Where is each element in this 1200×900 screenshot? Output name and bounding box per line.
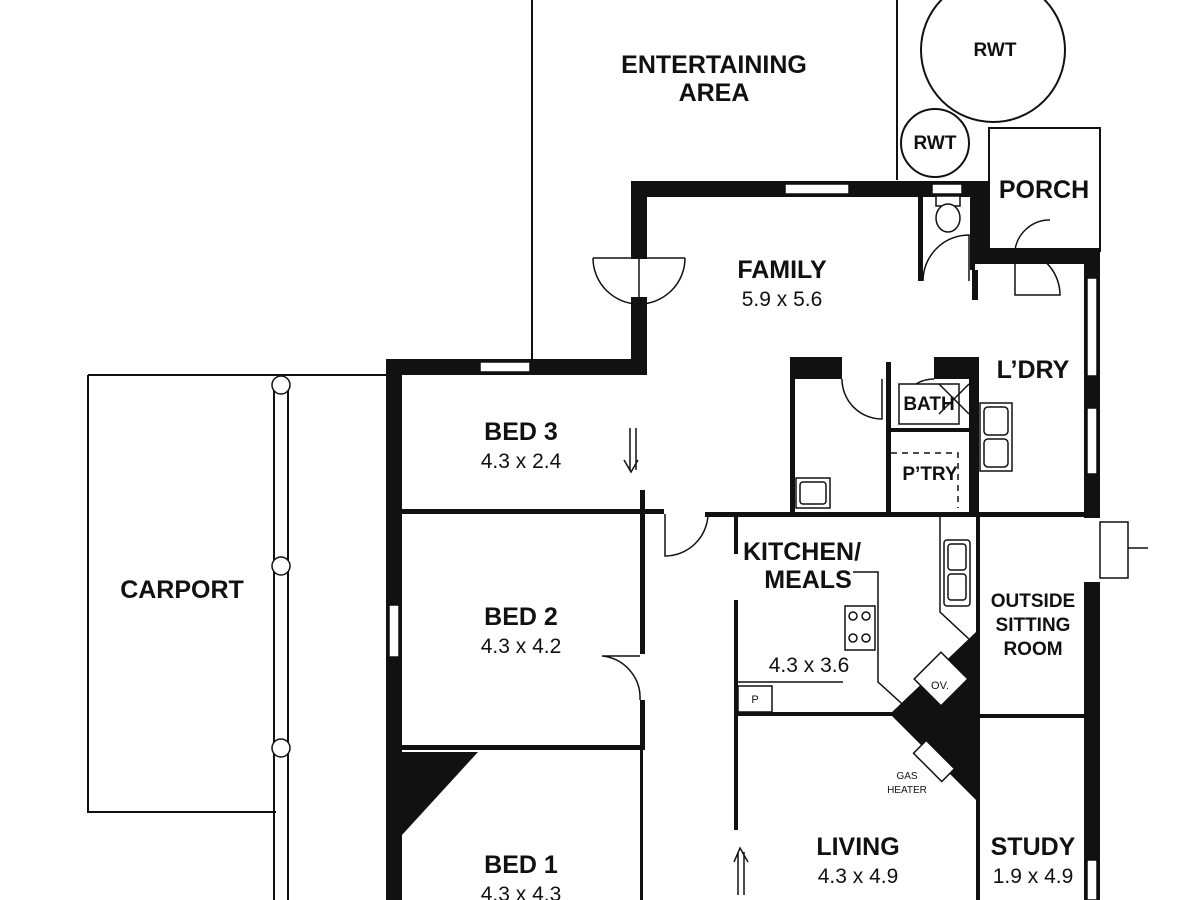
bed1-label: BED 1 xyxy=(484,851,558,879)
windows xyxy=(388,183,1098,900)
bed1-size: 4.3 x 4.3 xyxy=(481,883,562,900)
room-labels: ENTERTAINING AREA RWT RWT PORCH FAMILY 5… xyxy=(120,40,1089,900)
family-label: FAMILY xyxy=(737,256,827,284)
family-size: 5.9 x 5.6 xyxy=(742,288,823,311)
porch-label: PORCH xyxy=(999,176,1089,204)
kitchen-size: 4.3 x 3.6 xyxy=(769,654,850,677)
laundry-label: L’DRY xyxy=(997,356,1070,384)
oven-label: OV. xyxy=(931,680,949,692)
gas-heater-label-1: GAS xyxy=(896,771,917,782)
entertaining-area-outline xyxy=(531,0,898,362)
kitchen-label-1: KITCHEN/ xyxy=(743,538,861,566)
living-size: 4.3 x 4.9 xyxy=(818,865,899,888)
carport-outline xyxy=(87,374,388,900)
carport-label: CARPORT xyxy=(120,576,244,604)
arrows xyxy=(623,428,1148,895)
kitchen-label-2: MEALS xyxy=(764,566,852,594)
bed3-size: 4.3 x 2.4 xyxy=(481,450,562,473)
bath-label: BATH xyxy=(903,394,954,415)
carport-post xyxy=(271,556,291,576)
bed2-label: BED 2 xyxy=(484,603,558,631)
entertaining-label-2: AREA xyxy=(679,79,750,107)
pantry-small-label: P xyxy=(751,694,758,706)
rwt-large xyxy=(920,0,1066,123)
gas-heater-label-2: HEATER xyxy=(887,785,927,796)
bed3-label: BED 3 xyxy=(484,418,558,446)
porch-outline xyxy=(988,127,1101,252)
outside-label-1: OUTSIDE xyxy=(991,591,1075,612)
carport-post xyxy=(271,738,291,758)
bed2-size: 4.3 x 4.2 xyxy=(481,635,562,658)
doors xyxy=(592,219,1061,701)
entertaining-label-1: ENTERTAINING xyxy=(621,51,807,79)
rwt-small xyxy=(900,108,970,178)
rwt-large-label: RWT xyxy=(974,40,1017,61)
rainwater-tanks xyxy=(900,0,1066,178)
study-size: 1.9 x 4.9 xyxy=(993,865,1074,888)
study-label: STUDY xyxy=(991,833,1076,861)
rwt-small-label: RWT xyxy=(914,133,957,154)
living-label: LIVING xyxy=(816,833,899,861)
pantry-label: P’TRY xyxy=(902,464,958,485)
outside-label-2: SITTING xyxy=(996,615,1071,636)
carport-post xyxy=(271,375,291,395)
outside-label-3: ROOM xyxy=(1003,639,1062,660)
fixtures xyxy=(737,195,1013,783)
